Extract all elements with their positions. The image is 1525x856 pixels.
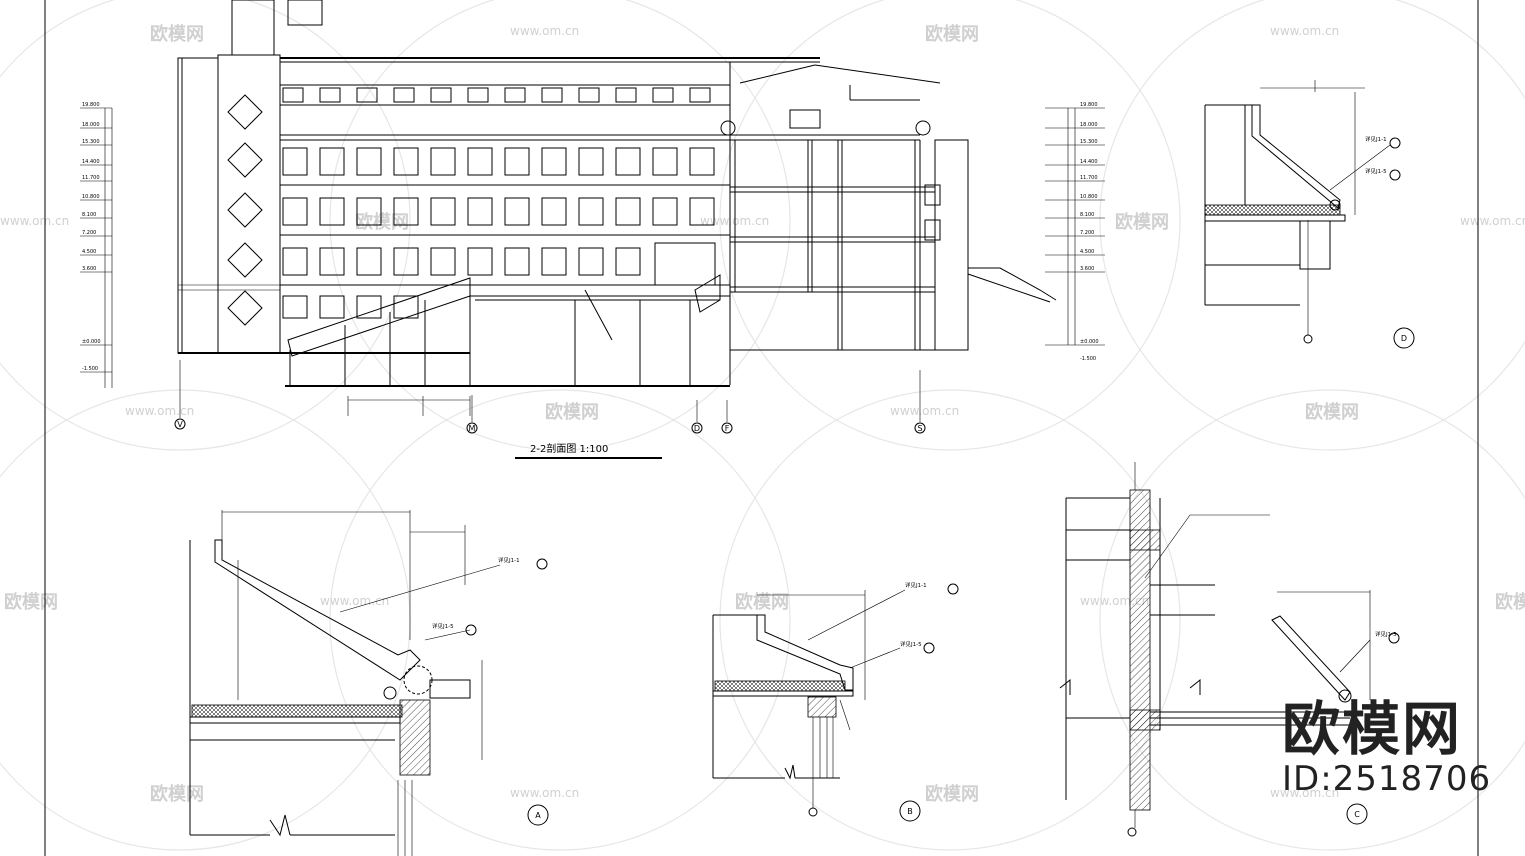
level-label: 19.800 xyxy=(82,102,100,108)
watermark-brand: 欧模网 xyxy=(1305,401,1359,423)
brand-name: 欧模网 xyxy=(1282,695,1463,763)
axis-label: D xyxy=(694,424,700,433)
detail-ref-label: 详见J1-1 xyxy=(1365,135,1387,143)
watermark-site: www.om.cn xyxy=(320,594,389,608)
watermark-brand: 欧模网 xyxy=(355,211,409,233)
axis-bubble xyxy=(914,422,926,434)
level-label: 10.800 xyxy=(82,194,100,200)
watermark-brand: 欧模网 xyxy=(150,783,204,805)
level-label: 15.300 xyxy=(82,139,100,145)
detail-ref-label: 详见J1-1 xyxy=(498,556,520,564)
detail-bubble xyxy=(527,804,549,826)
level-label: 11.700 xyxy=(82,175,100,181)
detail-A: 详见J1-1 详见J1-5 A xyxy=(189,510,549,856)
level-label: 14.400 xyxy=(82,159,100,165)
axis-label: S xyxy=(917,424,922,433)
watermark-brand: 欧模网 xyxy=(4,591,58,613)
detail-bubble xyxy=(1346,803,1368,825)
detail-ref-label: 详见J1-1 xyxy=(905,581,927,589)
level-label: 8.100 xyxy=(82,212,96,218)
section-title: 2-2剖面图 1:100 xyxy=(515,442,662,459)
level-label: 7.200 xyxy=(82,230,96,236)
watermark-site: www.om.cn xyxy=(510,786,579,800)
level-label: 11.700 xyxy=(1080,175,1098,181)
level-label: 4.500 xyxy=(1080,249,1094,255)
ramp-dimension xyxy=(347,396,471,416)
level-label: 3.600 xyxy=(82,266,96,272)
detail-ref-label: 详见J1-5 xyxy=(1375,630,1397,638)
building-block xyxy=(279,57,820,387)
right-frame xyxy=(720,64,1057,351)
watermark-brand: 欧模网 xyxy=(1115,211,1169,233)
brand-id: ID:2518706 xyxy=(1282,759,1492,799)
detail-B: 详见J1-1 详见J1-5 B xyxy=(712,581,959,822)
level-scale-right: 19.800 18.000 15.300 14.400 11.700 10.80… xyxy=(1045,102,1105,362)
axis-bubble xyxy=(466,422,478,434)
watermark-brand: 欧模网 xyxy=(735,591,789,613)
detail-bubble-label: B xyxy=(907,807,913,816)
axis-bubble xyxy=(691,422,703,434)
brand-overlay: 欧模网 ID:2518706 xyxy=(1282,700,1491,796)
watermark-brand: 欧模网 xyxy=(545,401,599,423)
level-label: -1.500 xyxy=(1080,356,1096,362)
watermark-site: www.om.cn xyxy=(125,404,194,418)
window-grid xyxy=(282,147,716,319)
level-label: 18.000 xyxy=(1080,122,1098,128)
detail-ref-label: 详见J1-5 xyxy=(432,622,454,630)
watermark-brand: 欧模网 xyxy=(925,783,979,805)
watermark-site: www.om.cn xyxy=(0,214,69,228)
axis-label: M xyxy=(469,424,476,433)
stair-tower xyxy=(177,0,470,354)
level-label: 19.800 xyxy=(1080,102,1098,108)
section-axes: V M D F S xyxy=(174,360,926,434)
level-label: -1.500 xyxy=(82,366,98,372)
level-label: 18.000 xyxy=(82,122,100,128)
level-label: ±0.000 xyxy=(1080,339,1099,345)
detail-bubble-label: A xyxy=(535,811,541,820)
detail-C: 详见J1-5 C xyxy=(1059,462,1400,837)
detail-ref-label: 详见J1-5 xyxy=(1365,167,1387,175)
level-label: 7.200 xyxy=(1080,230,1094,236)
level-label: 10.800 xyxy=(1080,194,1098,200)
level-label: ±0.000 xyxy=(82,339,101,345)
detail-bubble-label: C xyxy=(1354,810,1360,819)
level-label: 15.300 xyxy=(1080,139,1098,145)
detail-D: 详见J1-1 详见J1-5 D xyxy=(1204,80,1415,349)
watermark-brand: 欧模网 xyxy=(1495,591,1525,613)
axis-bubble xyxy=(721,422,733,434)
watermark-site: www.om.cn xyxy=(1460,214,1525,228)
axis-bubble xyxy=(174,418,186,430)
detail-bubble xyxy=(899,800,921,822)
watermark-site: www.om.cn xyxy=(1270,786,1339,800)
axis-label: F xyxy=(725,424,730,433)
watermark-site: www.om.cn xyxy=(510,24,579,38)
section-2-2: 19.800 18.000 15.300 14.400 11.700 10.80… xyxy=(80,0,1105,459)
level-label: 3.600 xyxy=(1080,266,1094,272)
axis-label: V xyxy=(177,420,183,429)
watermark-brand: 欧模网 xyxy=(150,23,204,45)
detail-ref-label: 详见J1-5 xyxy=(900,640,922,648)
level-label: 14.400 xyxy=(1080,159,1098,165)
level-label: 8.100 xyxy=(1080,212,1094,218)
detail-bubble xyxy=(1393,327,1415,349)
watermark-brand: 欧模网 xyxy=(925,23,979,45)
level-label: 4.500 xyxy=(82,249,96,255)
level-scale-left: 19.800 18.000 15.300 14.400 11.700 10.80… xyxy=(80,102,113,388)
detail-bubble-label: D xyxy=(1401,334,1407,343)
top-window-row xyxy=(282,87,711,103)
section-title-text: 2-2剖面图 1:100 xyxy=(530,442,608,455)
watermark-site: www.om.cn xyxy=(890,404,959,418)
sheet-frame xyxy=(44,0,1479,856)
entrance-ramp xyxy=(285,274,730,387)
watermark-site: www.om.cn xyxy=(1270,24,1339,38)
